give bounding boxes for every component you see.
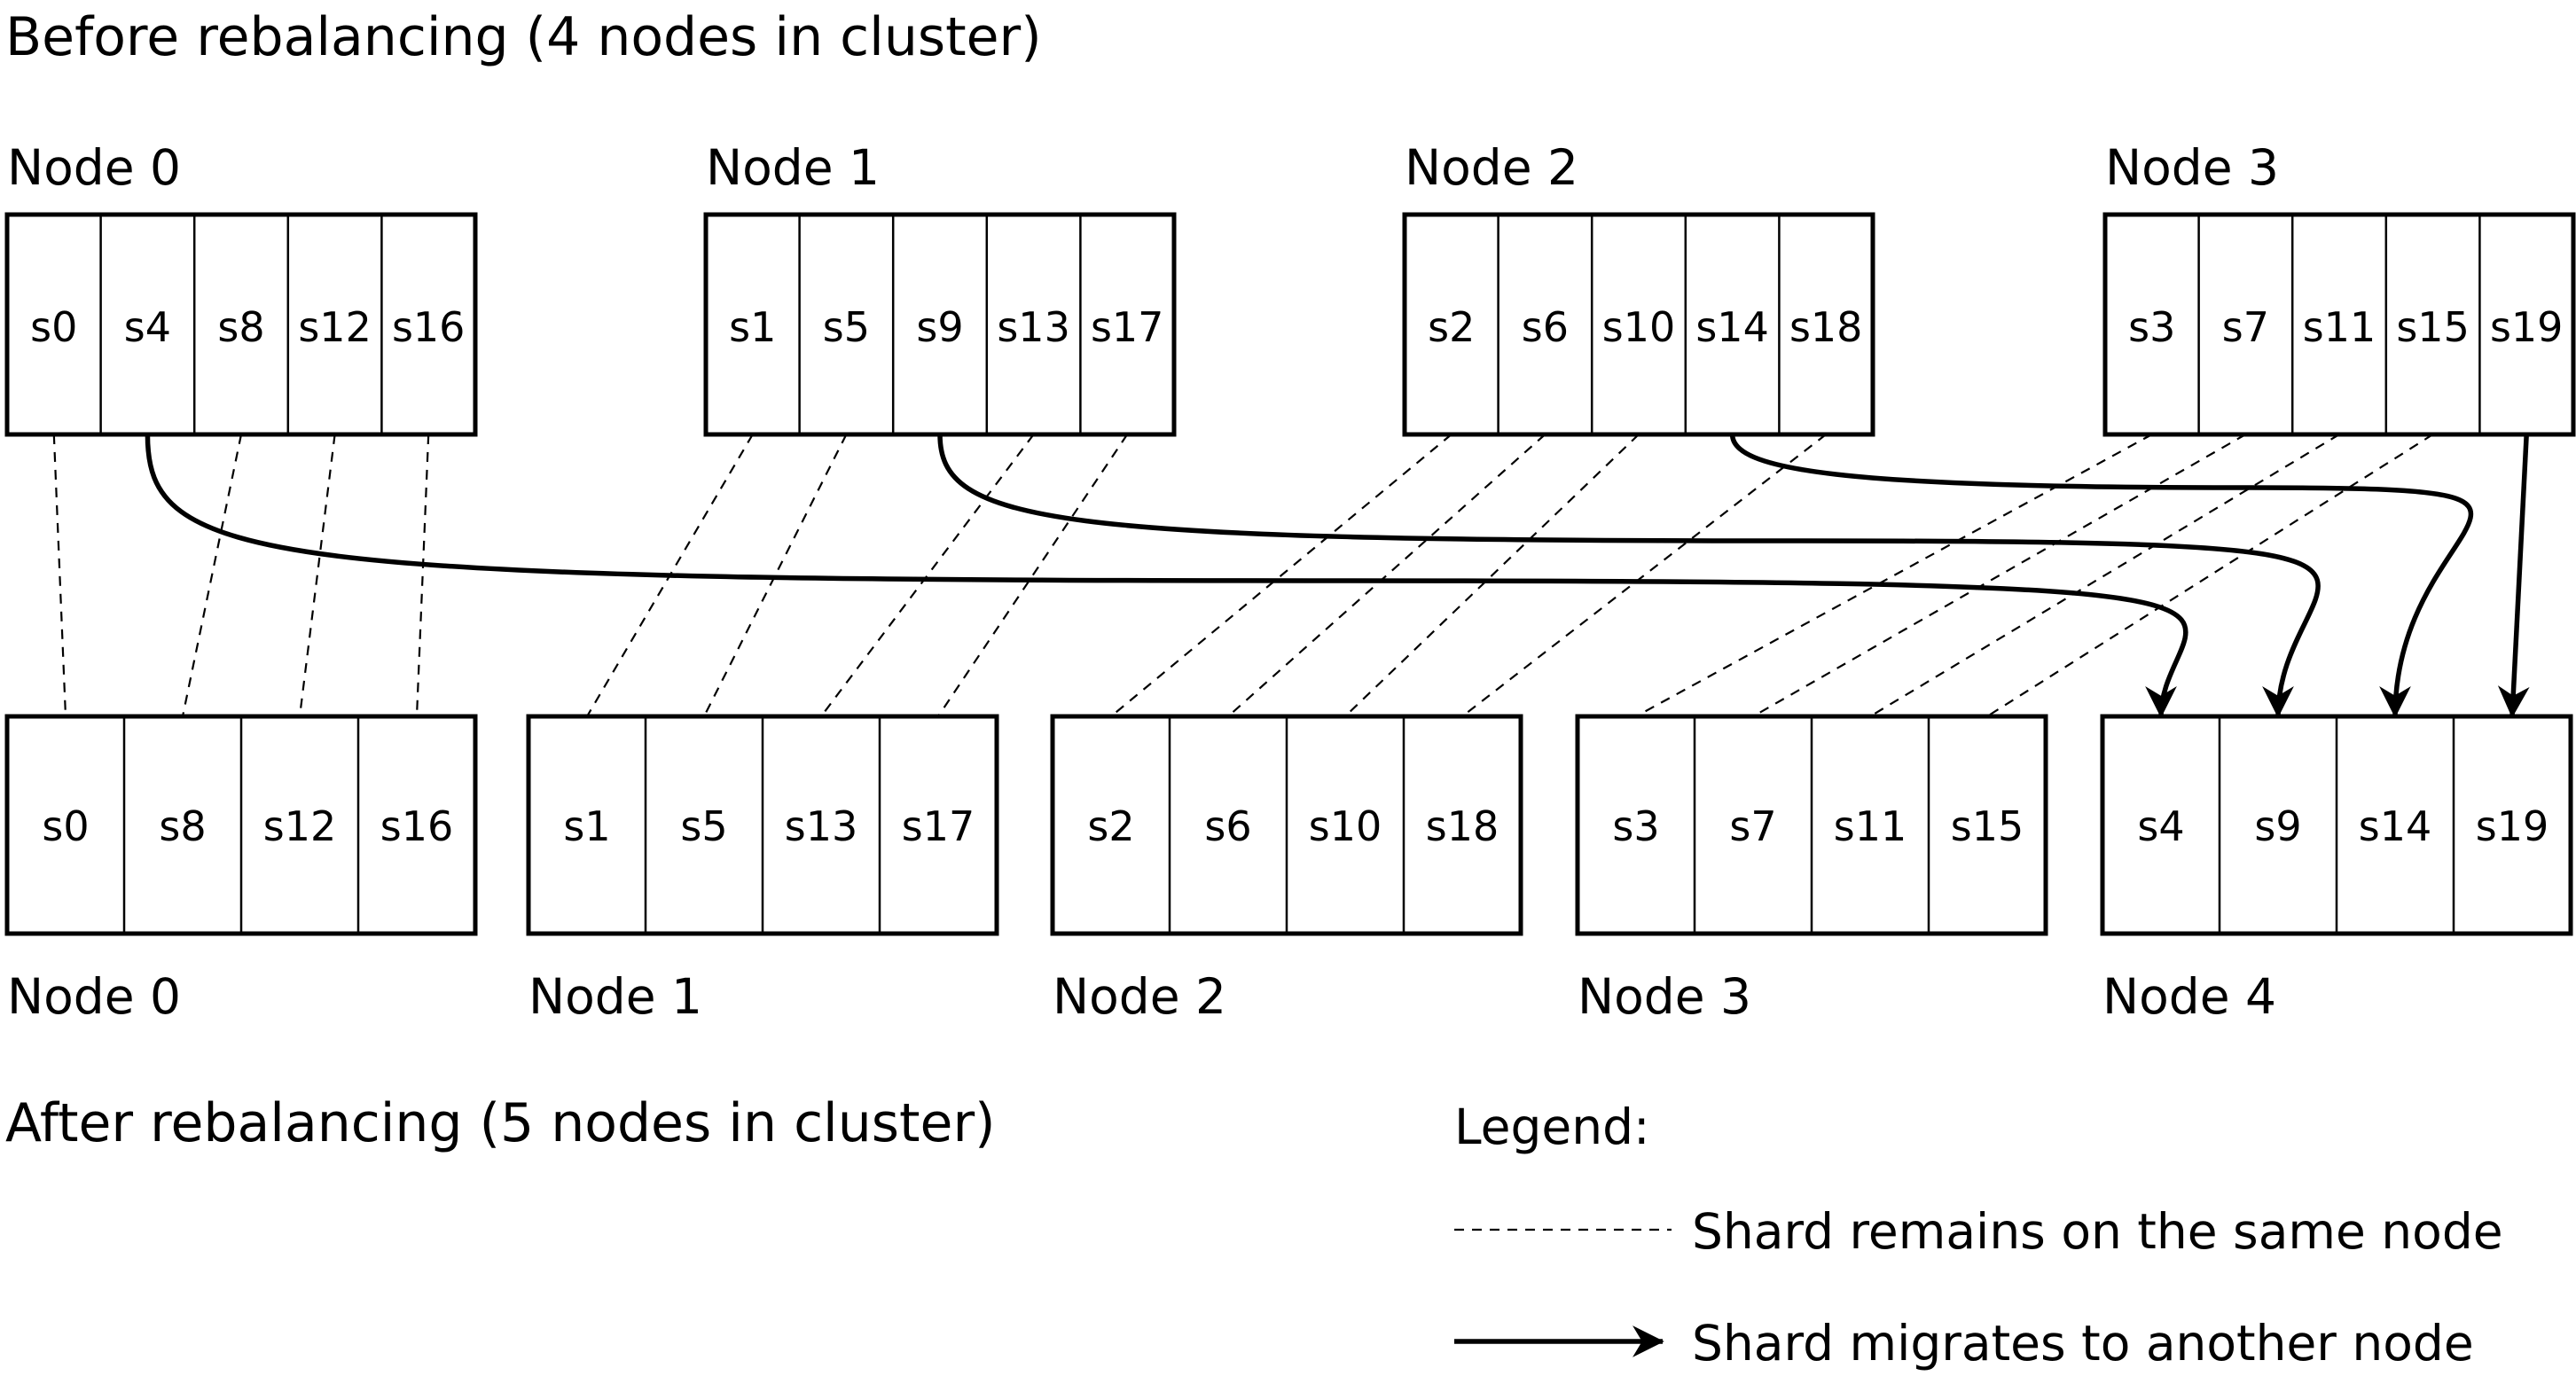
before-node-2-label: Node 2 — [1405, 139, 1578, 196]
before-shard-s2: s2 — [1428, 303, 1475, 351]
after-shard-s6: s6 — [1204, 802, 1251, 850]
before-node-3-label: Node 3 — [2105, 139, 2279, 196]
after-shard-s8: s8 — [159, 802, 206, 850]
after-shard-s11: s11 — [1834, 802, 1907, 850]
before-shard-s16: s16 — [392, 303, 466, 351]
legend-migrate-text: Shard migrates to another node — [1692, 1315, 2474, 1372]
after-shard-s7: s7 — [1729, 802, 1776, 850]
migrate-arrow-s4 — [145, 434, 2188, 718]
before-shard-s7: s7 — [2222, 303, 2269, 351]
remain-link-s13 — [820, 434, 1035, 717]
migrate-arrow-s19 — [2497, 434, 2530, 718]
after-node-4: Node 4 s4 s9 s14 s19 — [2100, 714, 2573, 1025]
before-shard-s19: s19 — [2490, 303, 2564, 351]
before-node-0-label: Node 0 — [7, 139, 181, 196]
shard-connections — [52, 434, 2530, 718]
remain-link-s6 — [1227, 434, 1546, 717]
before-shard-s0: s0 — [30, 303, 77, 351]
after-heading: After rebalancing (5 nodes in cluster) — [5, 1092, 996, 1154]
before-node-0-box — [4, 212, 478, 437]
migrate-arrow-s9 — [937, 434, 2321, 718]
after-shard-s13: s13 — [785, 802, 858, 850]
before-shard-s5: s5 — [823, 303, 870, 351]
before-node-2-box — [1402, 212, 1875, 437]
after-node-1: Node 1 s1 s5 s13 s17 — [526, 714, 999, 1025]
remain-link-s18 — [1461, 434, 1827, 717]
before-node-0: Node 0 s0 s4 s8 s12 s16 — [4, 139, 478, 437]
before-node-3-box — [2102, 212, 2576, 437]
after-shard-s4: s4 — [2137, 802, 2184, 850]
before-shard-s4: s4 — [124, 303, 171, 351]
remain-link-s10 — [1344, 434, 1640, 717]
before-node-1: Node 1 s1 s5 s9 s13 s17 — [703, 139, 1177, 437]
legend-remain-text: Shard remains on the same node — [1692, 1203, 2503, 1260]
remain-link-s16 — [415, 434, 430, 717]
before-shard-s8: s8 — [217, 303, 264, 351]
after-node-3: Node 3 s3 s7 s11 s15 — [1575, 714, 2048, 1025]
remain-link-s7 — [1752, 434, 2246, 717]
after-shard-s2: s2 — [1087, 802, 1134, 850]
after-node-0-label: Node 0 — [7, 968, 181, 1025]
before-node-1-label: Node 1 — [706, 139, 880, 196]
remain-link-s2 — [1110, 434, 1452, 717]
before-shard-s12: s12 — [298, 303, 372, 351]
before-shard-s15: s15 — [2396, 303, 2470, 351]
after-shard-s16: s16 — [380, 802, 454, 850]
remain-link-s8 — [181, 434, 243, 717]
before-shard-s6: s6 — [1522, 303, 1569, 351]
remain-link-s0 — [52, 434, 67, 717]
before-node-2: Node 2 s2 s6 s10 s14 s18 — [1402, 139, 1875, 437]
after-shard-s1: s1 — [563, 802, 610, 850]
before-heading: Before rebalancing (4 nodes in cluster) — [5, 6, 1042, 68]
before-node-3: Node 3 s3 s7 s11 s15 s19 — [2102, 139, 2576, 437]
after-node-2-label: Node 2 — [1053, 968, 1226, 1025]
before-shard-s13: s13 — [997, 303, 1070, 351]
before-shard-s1: s1 — [729, 303, 776, 351]
before-shard-s9: s9 — [916, 303, 963, 351]
after-shard-s19: s19 — [2476, 802, 2549, 850]
legend-title: Legend: — [1454, 1098, 1650, 1155]
before-shard-s18: s18 — [1789, 303, 1863, 351]
after-shard-s10: s10 — [1309, 802, 1382, 850]
before-shard-s17: s17 — [1091, 303, 1164, 351]
after-shard-s18: s18 — [1426, 802, 1499, 850]
remain-link-s12 — [298, 434, 336, 717]
after-node-0: Node 0 s0 s8 s12 s16 — [4, 714, 478, 1025]
after-shard-s14: s14 — [2359, 802, 2432, 850]
remain-link-s15 — [1986, 434, 2434, 717]
after-shard-s17: s17 — [902, 802, 975, 850]
before-shard-s14: s14 — [1695, 303, 1769, 351]
before-shard-s3: s3 — [2128, 303, 2175, 351]
after-shard-s12: s12 — [263, 802, 337, 850]
migrate-arrow-s14 — [1729, 434, 2474, 718]
after-shard-s5: s5 — [680, 802, 727, 850]
after-node-1-label: Node 1 — [529, 968, 702, 1025]
after-shard-s15: s15 — [1951, 802, 2024, 850]
after-node-4-label: Node 4 — [2102, 968, 2276, 1025]
remain-link-s11 — [1869, 434, 2340, 717]
after-node-3-label: Node 3 — [1578, 968, 1751, 1025]
before-shard-s11: s11 — [2303, 303, 2376, 351]
after-shard-s3: s3 — [1612, 802, 1659, 850]
legend: Legend: Shard remains on the same node S… — [1454, 1098, 2503, 1372]
after-node-2: Node 2 s2 s6 s10 s18 — [1050, 714, 1523, 1025]
remain-link-s3 — [1635, 434, 2153, 717]
before-shard-s10: s10 — [1602, 303, 1676, 351]
remain-link-s17 — [937, 434, 1129, 717]
after-shard-s9: s9 — [2254, 802, 2301, 850]
after-shard-s0: s0 — [42, 802, 89, 850]
